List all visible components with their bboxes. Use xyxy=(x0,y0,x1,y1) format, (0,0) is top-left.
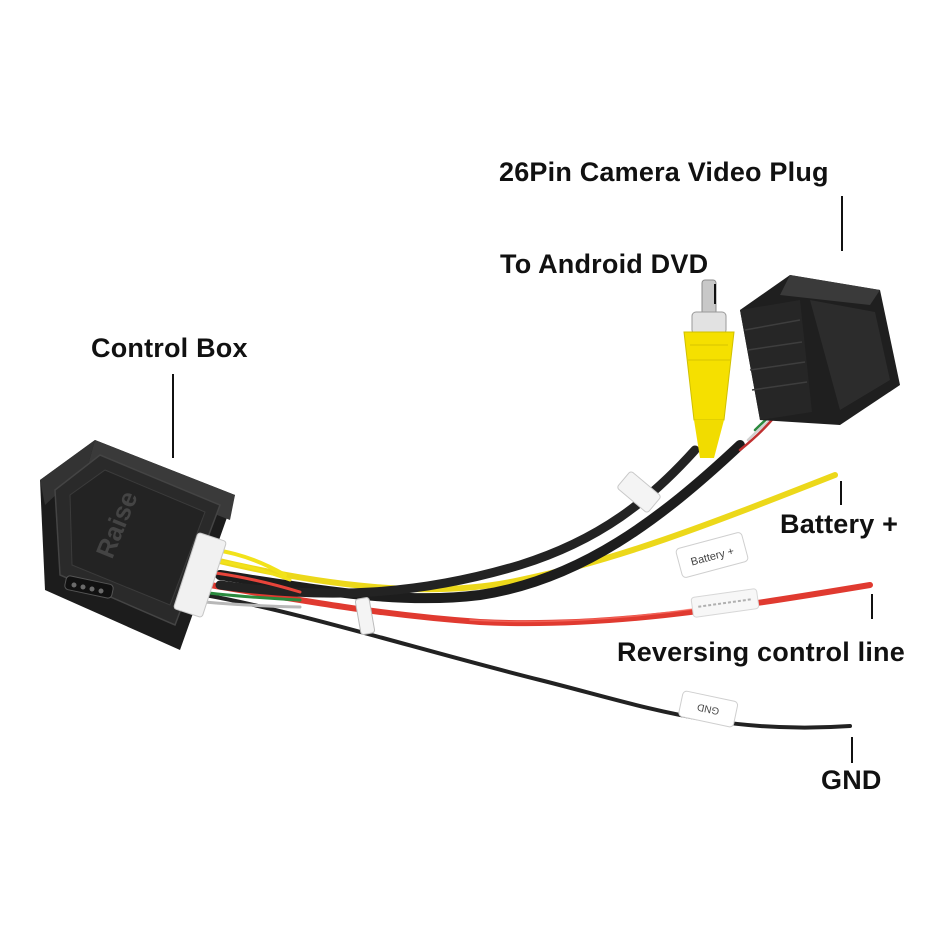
camera-plug xyxy=(740,275,900,425)
zip-tie xyxy=(354,597,376,635)
gnd-tag-text: GND xyxy=(696,701,720,716)
control-box-leader xyxy=(172,374,174,458)
battery-wire xyxy=(212,472,838,593)
gnd-leader xyxy=(851,737,853,763)
control-box-label: Control Box xyxy=(91,333,248,363)
camera-plug-label: 26Pin Camera Video Plug xyxy=(499,157,829,187)
gnd-wire xyxy=(203,593,852,730)
camera-plug-leader xyxy=(841,196,843,251)
reversing-label: Reversing control line xyxy=(617,637,905,667)
battery-leader xyxy=(840,481,842,505)
cable-sleeve-tag xyxy=(617,471,661,513)
android-dvd-label: To Android DVD xyxy=(500,249,709,279)
box-connector xyxy=(173,532,227,618)
reversing-wire-tag xyxy=(690,588,760,618)
rca-plug xyxy=(683,279,735,458)
android-dvd-leader xyxy=(714,284,716,304)
battery-wire-tag: Battery + xyxy=(675,532,749,578)
reversing-leader xyxy=(871,594,873,619)
control-box: Raise xyxy=(40,440,235,650)
gnd-wire-tag: GND xyxy=(678,690,739,728)
gnd-label: GND xyxy=(821,765,882,795)
battery-label: Battery + xyxy=(780,509,899,539)
